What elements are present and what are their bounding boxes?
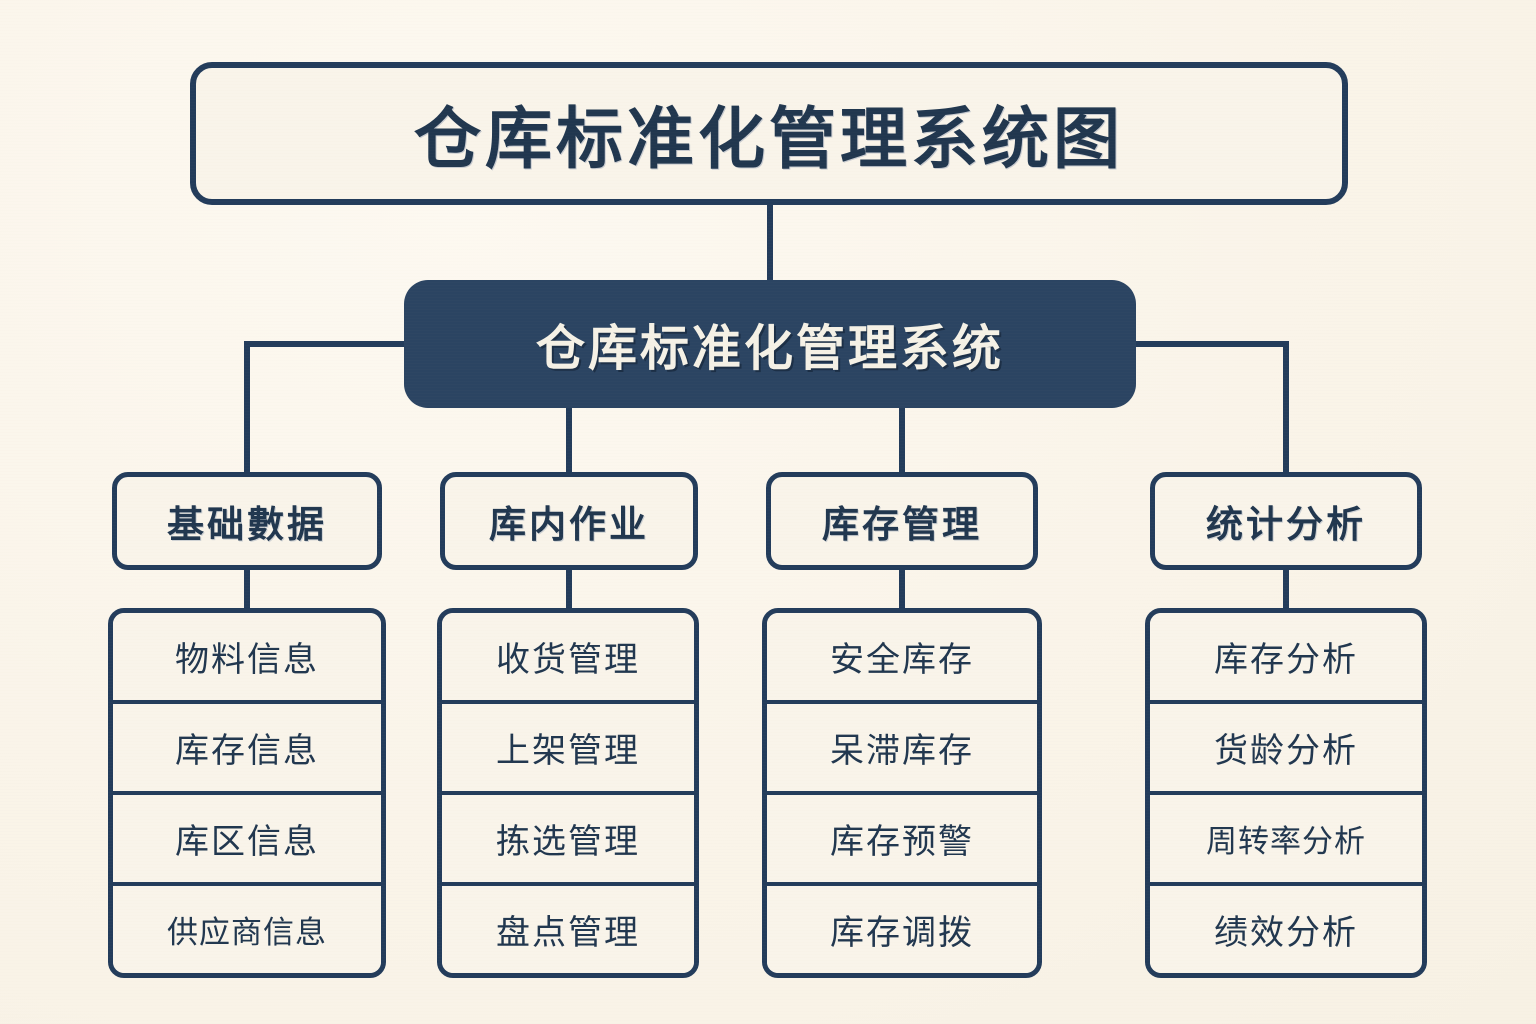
branch-node-statistics-analysis[interactable]: 统计分析 (1150, 472, 1422, 570)
leaf-item[interactable]: 上架管理 (442, 704, 694, 795)
leaf-item[interactable]: 库存分析 (1150, 613, 1422, 704)
leaf-item[interactable]: 收货管理 (442, 613, 694, 704)
leaf-item[interactable]: 库存信息 (113, 704, 381, 795)
branch-node-basic-data[interactable]: 基础數据 (112, 472, 382, 570)
page-title: 仓库标准化管理系统图 (190, 62, 1348, 205)
leaf-item[interactable]: 物料信息 (113, 613, 381, 704)
branch-node-warehouse-operations[interactable]: 库内作业 (440, 472, 698, 570)
leaf-item[interactable]: 呆滞库存 (767, 704, 1037, 795)
connector-root-to-branch-3 (1136, 341, 1289, 472)
root-node[interactable]: 仓库标准化管理系统 (404, 280, 1136, 408)
leaf-group-basic-data: 物料信息 库存信息 库区信息 供应商信息 (108, 608, 386, 978)
leaf-item[interactable]: 安全库存 (767, 613, 1037, 704)
leaf-item[interactable]: 绩效分析 (1150, 886, 1422, 973)
leaf-item[interactable]: 周转率分析 (1150, 795, 1422, 886)
branch-node-inventory-management[interactable]: 库存管理 (766, 472, 1038, 570)
leaf-item[interactable]: 拣选管理 (442, 795, 694, 886)
leaf-group-inventory-management: 安全库存 呆滞库存 库存预警 库存调拨 (762, 608, 1042, 978)
leaf-item[interactable]: 库存预警 (767, 795, 1037, 886)
leaf-item[interactable]: 盘点管理 (442, 886, 694, 973)
leaf-item[interactable]: 货龄分析 (1150, 704, 1422, 795)
leaf-item[interactable]: 供应商信息 (113, 886, 381, 973)
leaf-item[interactable]: 库存调拨 (767, 886, 1037, 973)
leaf-item[interactable]: 库区信息 (113, 795, 381, 886)
leaf-group-statistics-analysis: 库存分析 货龄分析 周转率分析 绩效分析 (1145, 608, 1427, 978)
leaf-group-warehouse-operations: 收货管理 上架管理 拣选管理 盘点管理 (437, 608, 699, 978)
connector-root-to-branch-0 (244, 341, 404, 472)
